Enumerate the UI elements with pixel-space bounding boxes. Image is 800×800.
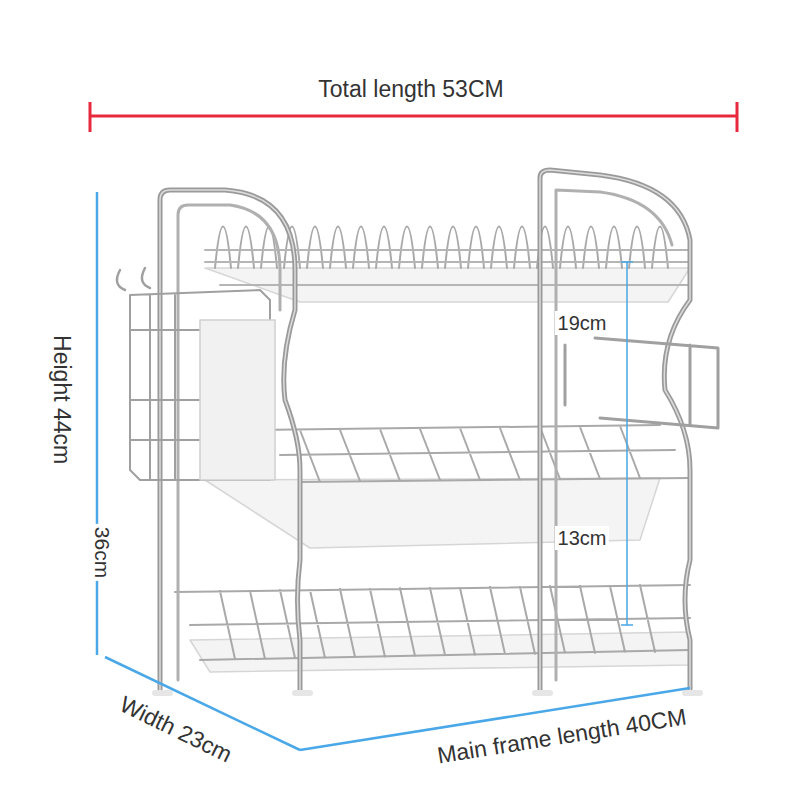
dish-rack xyxy=(117,170,718,693)
dimension-label: Width 23cm xyxy=(113,690,240,770)
dimension-label: Main frame length 40CM xyxy=(433,703,692,770)
dimension-label: 13cm xyxy=(555,526,610,550)
height-line xyxy=(96,192,99,655)
total-length-line xyxy=(90,102,737,132)
shelf-gap-line xyxy=(621,262,633,625)
dimension-label: Height 44cm xyxy=(48,332,75,467)
dimension-lines xyxy=(90,102,737,750)
dimension-label: 19cm xyxy=(555,311,610,335)
dimension-label: Total length 53CM xyxy=(315,76,506,103)
dimension-label: 36cm xyxy=(90,524,115,581)
